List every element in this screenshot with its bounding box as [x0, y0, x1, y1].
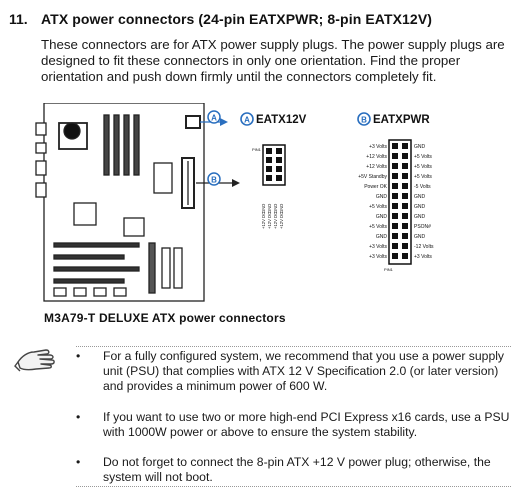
section-number: 11. — [9, 11, 28, 27]
eatx12v-left-0: GND — [261, 204, 266, 213]
eatxpwr-right-label: GND — [414, 214, 426, 220]
bullet: • — [76, 410, 81, 424]
eatxpwr-pin — [392, 253, 398, 259]
eatxpwr-right-label: -5 Volts — [414, 184, 431, 190]
eatxpwr-pin — [392, 213, 398, 219]
eatx12v-left-3: GND — [279, 204, 284, 213]
eatxpwr-pin — [402, 173, 408, 179]
eatxpwr-right-label: +5 Volts — [414, 154, 432, 160]
arrow-a: A — [200, 110, 228, 126]
eatxpwr-pin — [392, 243, 398, 249]
eatxpwr-pin — [402, 243, 408, 249]
eatxpwr-left-label: +5 Volts — [369, 224, 387, 230]
eatxpwr-pin — [402, 253, 408, 259]
eatxpwr-pin — [402, 223, 408, 229]
intro-paragraph: These connectors are for ATX power suppl… — [41, 37, 505, 84]
figure-caption: M3A79-T DELUXE ATX power connectors — [44, 311, 286, 325]
eatx12v-right-2: +12V DC — [273, 212, 278, 229]
eatxpwr-pin — [392, 223, 398, 229]
eatxpwr-pin — [402, 203, 408, 209]
marker-a-label: A — [211, 114, 217, 123]
marker-b-label: B — [211, 176, 217, 185]
atx-connector-figure: A B A EATX12V PIN1 GND GND GND GND +12V … — [35, 103, 434, 302]
eatxpwr-left-label: +3 Volts — [369, 144, 387, 150]
eatxpwr-pin — [392, 153, 398, 159]
eatxpwr-pin — [392, 183, 398, 189]
motherboard-diagram — [35, 103, 205, 302]
eatxpwr-pin1: PIN1 — [384, 267, 394, 272]
eatxpwr-pin — [392, 163, 398, 169]
eatx12v-label: EATX12V — [256, 114, 307, 126]
eatx12v-left-2: GND — [273, 204, 278, 213]
eatx12v-marker: A — [244, 116, 250, 125]
eatxpwr-left-label: GND — [376, 234, 388, 240]
arrow-b: B — [196, 172, 240, 187]
eatxpwr-left-label: +5V Standby — [358, 174, 387, 180]
eatx12v-left-1: GND — [267, 204, 272, 213]
eatxpwr-right-label: GND — [414, 144, 426, 150]
eatxpwr-pin — [402, 143, 408, 149]
eatxpwr-left-label: GND — [376, 214, 388, 220]
section-title: ATX power connectors (24-pin EATXPWR; 8-… — [41, 11, 433, 27]
eatxpwr-right-label: GND — [414, 204, 426, 210]
eatxpwr-pin — [402, 193, 408, 199]
eatxpwr-pin — [402, 233, 408, 239]
eatxpwr-left-label: +12 Volts — [366, 154, 387, 160]
eatxpwr-connector: B EATXPWR +3 Volts +12 Volts +12 Volts +5V … — [357, 112, 434, 272]
eatxpwr-right-label: GND — [414, 194, 426, 200]
eatxpwr-right-label: -12 Volts — [414, 244, 434, 250]
eatxpwr-right-label: +3 Volts — [414, 254, 432, 260]
eatx12v-right-1: +12V DC — [267, 212, 272, 229]
eatxpwr-right-label: PSON# — [414, 224, 431, 230]
eatxpwr-pin — [392, 193, 398, 199]
eatx12v-pin1: PIN1 — [252, 147, 262, 152]
eatxpwr-pin — [392, 173, 398, 179]
eatxpwr-pin — [402, 213, 408, 219]
eatx12v-connector: A EATX12V PIN1 GND GND GND GND +12V DC +… — [240, 112, 307, 229]
eatxpwr-left-label: +5 Volts — [369, 204, 387, 210]
eatxpwr-left-label: GND — [376, 194, 388, 200]
eatxpwr-marker: B — [361, 116, 367, 125]
eatxpwr-right-label: +5 Volts — [414, 174, 432, 180]
bullet: • — [76, 455, 81, 469]
notes-divider-bottom — [76, 486, 511, 487]
eatxpwr-left-label: Power OK — [364, 184, 387, 190]
eatxpwr-pin — [392, 233, 398, 239]
notes-divider-top — [76, 346, 511, 347]
eatxpwr-left-label: +3 Volts — [369, 254, 387, 260]
eatxpwr-pin — [392, 143, 398, 149]
eatx12v-right-3: +12V DC — [279, 212, 284, 229]
eatxpwr-right-label: GND — [414, 234, 426, 240]
note-text-3: Do not forget to connect the 8-pin ATX +… — [103, 455, 491, 484]
eatxpwr-left-label: +12 Volts — [366, 164, 387, 170]
eatx12v-right-0: +12V DC — [261, 212, 266, 229]
eatxpwr-pin — [402, 183, 408, 189]
bullet: • — [76, 349, 81, 363]
note-text-2: If you want to use two or more high-end … — [103, 410, 510, 439]
eatxpwr-pin — [402, 163, 408, 169]
hand-note-icon — [14, 349, 55, 372]
note-text-1: For a fully configured system, we recomm… — [103, 349, 505, 393]
eatxpwr-left-label: +3 Volts — [369, 244, 387, 250]
eatxpwr-pin — [392, 203, 398, 209]
eatxpwr-pin — [402, 153, 408, 159]
eatxpwr-right-label: +5 Volts — [414, 164, 432, 170]
eatxpwr-label: EATXPWR — [373, 114, 430, 126]
